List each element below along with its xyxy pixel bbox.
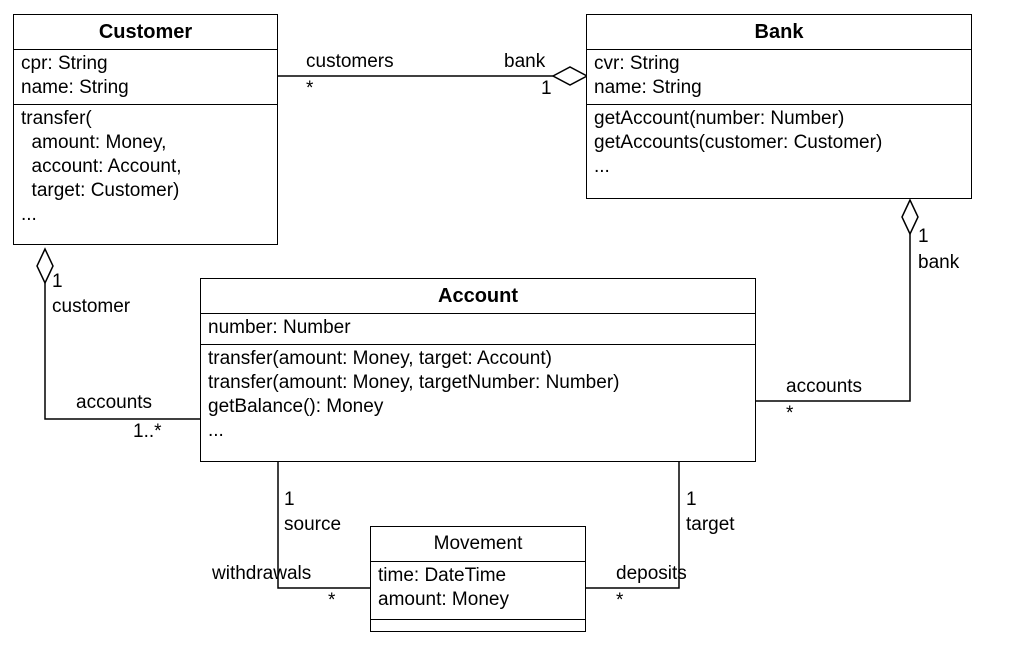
attributes-compartment: cvr: String name: String [587, 50, 971, 105]
role-label-customer: customer [52, 296, 131, 317]
operations-compartment: getAccount(number: Number) getAccounts(c… [587, 105, 971, 183]
operation: ... [21, 204, 37, 225]
attributes-compartment: time: DateTime amount: Money [371, 562, 585, 620]
aggregation-diamond-customer [36, 247, 54, 285]
attribute: amount: Money [378, 589, 509, 610]
class-customer: Customer cpr: String name: String transf… [13, 14, 278, 245]
multiplicity-label: 1 [686, 489, 697, 510]
class-movement: Movement time: DateTime amount: Money [370, 526, 586, 632]
class-name: Customer [14, 15, 277, 50]
role-label-accounts: accounts [76, 392, 153, 413]
attributes-compartment: number: Number [201, 314, 755, 345]
class-bank: Bank cvr: String name: String getAccount… [586, 14, 972, 199]
attribute: name: String [594, 77, 702, 98]
assoc-customer-account-line [44, 283, 200, 420]
multiplicity-label: 1 [918, 226, 929, 247]
class-name: Movement [371, 527, 585, 562]
class-account: Account number: Number transfer(amount: … [200, 278, 756, 462]
role-label-withdrawals: withdrawals [212, 563, 312, 584]
aggregation-diamond-bank [551, 66, 589, 86]
multiplicity-label: 1 [284, 489, 295, 510]
attribute: cvr: String [594, 53, 680, 74]
assoc-bank-account-line [756, 234, 911, 402]
attribute: number: Number [208, 317, 351, 338]
role-label-source: source [284, 514, 342, 535]
class-name: Bank [587, 15, 971, 50]
role-label-bank: bank [504, 51, 546, 72]
operations-compartment: transfer( amount: Money, account: Accoun… [14, 105, 277, 231]
assoc-target-line [586, 462, 680, 589]
operation: getAccount(number: Number) [594, 108, 845, 129]
operation: transfer(amount: Money, target: Account) [208, 348, 552, 369]
operations-compartment: transfer(amount: Money, target: Account)… [201, 345, 755, 447]
attribute: cpr: String [21, 53, 108, 74]
operation: account: Account, [21, 156, 182, 177]
role-label-bank: bank [918, 252, 960, 273]
role-label-deposits: deposits [616, 563, 687, 584]
multiplicity-label: * [786, 403, 794, 424]
assoc-source-line [277, 462, 370, 589]
class-name: Account [201, 279, 755, 314]
operation: ... [594, 156, 610, 177]
operation: getAccounts(customer: Customer) [594, 132, 883, 153]
operation: getBalance(): Money [208, 396, 384, 417]
operations-compartment [371, 620, 585, 632]
role-label-customers: customers [306, 51, 394, 72]
multiplicity-label: * [328, 590, 336, 611]
attribute: time: DateTime [378, 565, 507, 586]
attribute: name: String [21, 77, 129, 98]
operation: amount: Money, [21, 132, 167, 153]
multiplicity-label: * [306, 78, 314, 99]
multiplicity-label: 1..* [133, 421, 162, 442]
multiplicity-label: 1 [52, 271, 63, 292]
multiplicity-label: * [616, 590, 624, 611]
role-label-target: target [686, 514, 735, 535]
operation: target: Customer) [21, 180, 180, 201]
multiplicity-label: 1 [541, 78, 552, 99]
attributes-compartment: cpr: String name: String [14, 50, 277, 105]
role-label-accounts: accounts [786, 376, 863, 397]
operation: transfer(amount: Money, targetNumber: Nu… [208, 372, 620, 393]
operation: transfer( [21, 108, 92, 129]
operation: ... [208, 420, 224, 441]
aggregation-diamond-bank-account [901, 198, 919, 236]
